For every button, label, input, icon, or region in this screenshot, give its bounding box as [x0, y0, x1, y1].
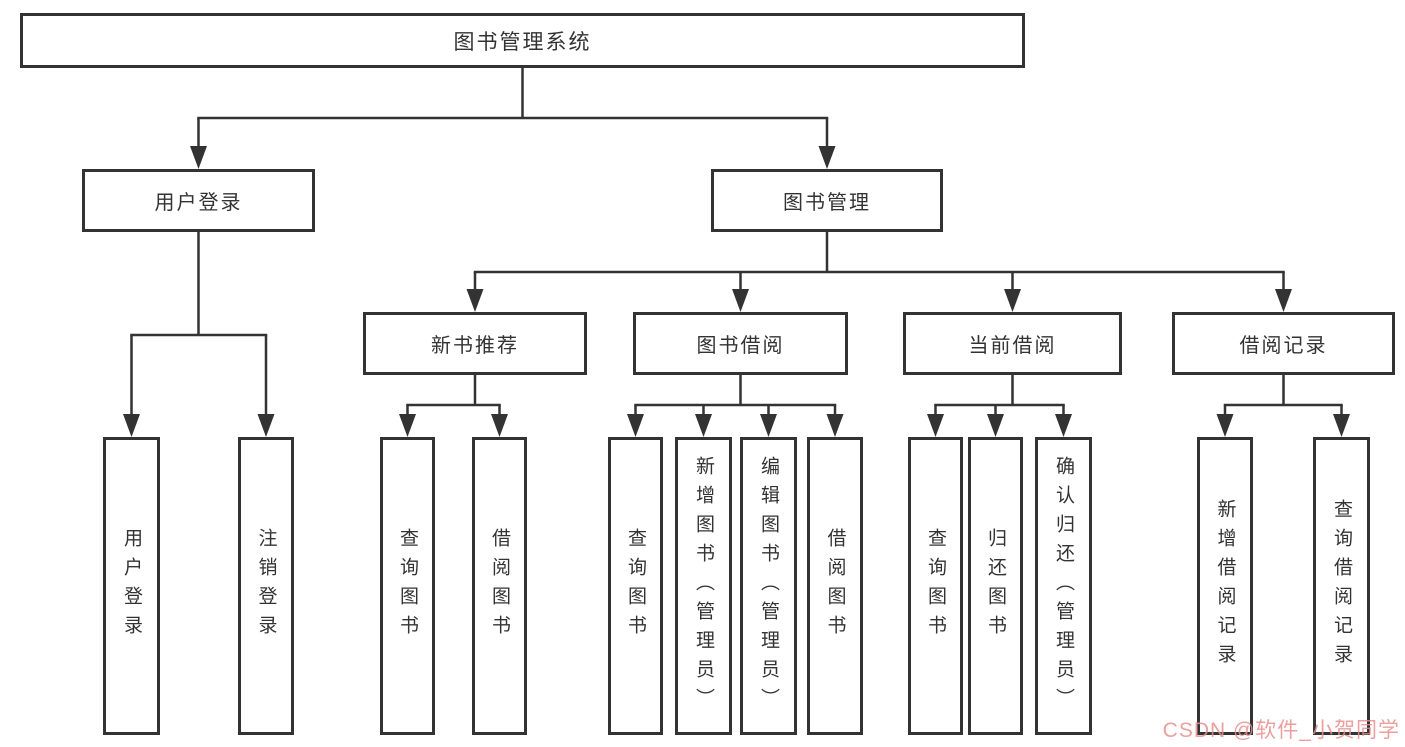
leaf-borrow-query-books: 查询图书	[608, 437, 663, 735]
node-current-borrowing: 当前借阅	[903, 312, 1122, 375]
leaf-logout: 注销登录	[238, 437, 294, 735]
node-label: 新书推荐	[431, 335, 519, 357]
node-borrowing-records: 借阅记录	[1172, 312, 1395, 375]
leaf-label: 查询图书	[397, 528, 418, 644]
node-label: 当前借阅	[968, 335, 1057, 357]
leaf-label: 借阅图书	[489, 528, 510, 644]
leaf-label: 新增借阅记录	[1214, 499, 1236, 673]
leaf-newbook-borrow-books: 借阅图书	[472, 437, 527, 735]
leaf-user-login: 用户登录	[103, 437, 160, 735]
node-label: 图书管理	[783, 192, 871, 214]
leaf-borrow-add-books-admin: 新增图书（管理员）	[675, 437, 732, 735]
leaf-label: 查询图书	[925, 528, 946, 644]
leaf-label: 用户登录	[121, 528, 142, 644]
leaf-current-query-books: 查询图书	[908, 437, 963, 735]
leaf-label: 查询借阅记录	[1331, 499, 1352, 673]
node-label: 用户登录	[154, 192, 243, 214]
leaf-label: 确认归还（管理员）	[1053, 455, 1074, 717]
node-label: 图书借阅	[696, 335, 785, 357]
leaf-borrow-borrow-books: 借阅图书	[807, 437, 863, 735]
leaf-records-query-record: 查询借阅记录	[1313, 437, 1370, 735]
leaf-label: 注销登录	[255, 528, 277, 644]
node-book-borrowing: 图书借阅	[633, 312, 848, 375]
watermark: CSDN @软件_小贺同学	[1162, 719, 1400, 742]
node-label: 图书管理系统	[453, 30, 592, 54]
leaf-current-return-books: 归还图书	[968, 437, 1023, 735]
node-book-management: 图书管理	[711, 169, 943, 232]
leaf-label: 新增图书（管理员）	[693, 455, 714, 717]
leaf-current-confirm-return-admin: 确认归还（管理员）	[1035, 437, 1092, 735]
leaf-label: 编辑图书（管理员）	[758, 455, 779, 717]
node-library-system: 图书管理系统	[20, 13, 1025, 68]
leaf-label: 查询图书	[625, 528, 646, 644]
leaf-borrow-edit-books-admin: 编辑图书（管理员）	[740, 437, 797, 735]
leaf-newbook-query-books: 查询图书	[380, 437, 435, 735]
node-new-book-recommend: 新书推荐	[363, 312, 587, 375]
node-user-login: 用户登录	[82, 169, 315, 232]
leaf-records-add-record: 新增借阅记录	[1197, 437, 1253, 735]
node-label: 借阅记录	[1239, 335, 1328, 357]
leaf-label: 归还图书	[985, 528, 1006, 644]
leaf-label: 借阅图书	[824, 528, 846, 644]
